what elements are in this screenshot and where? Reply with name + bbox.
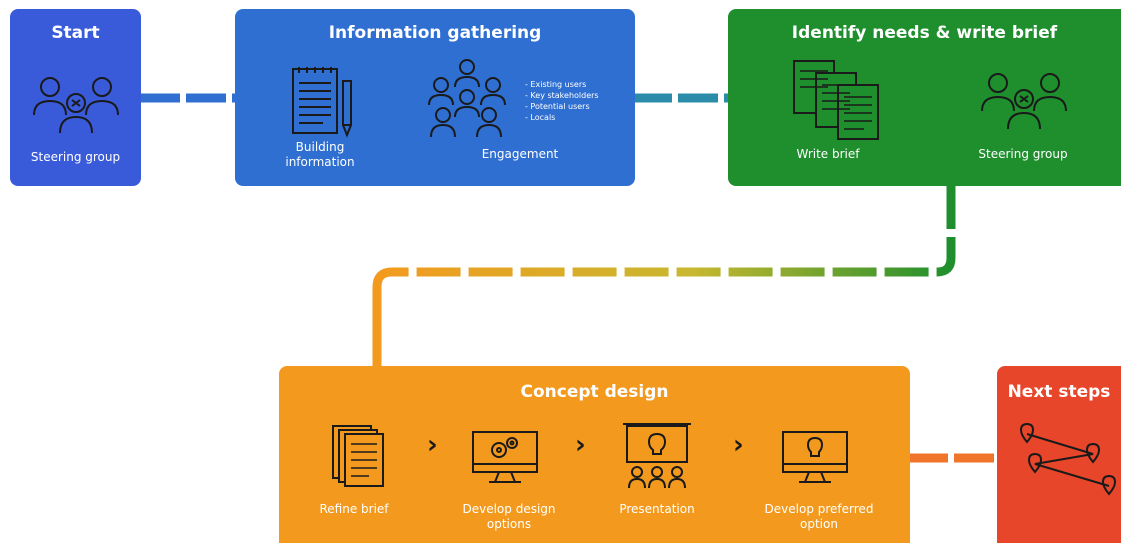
chevron-right-icon: › — [575, 430, 586, 460]
engagement-label: Engagement — [481, 147, 559, 161]
stacked-pages-icon — [332, 425, 384, 487]
write-brief-label: Write brief — [796, 147, 860, 161]
bullet-item: - Existing users — [525, 80, 587, 89]
start-label: Steering group — [30, 150, 121, 164]
info-gathering-title: Information gathering — [328, 23, 542, 43]
concept-design-title: Concept design — [520, 382, 669, 402]
people-group-icon — [33, 77, 119, 134]
identify-needs-box: Identify needs & write brief Write brief… — [728, 9, 1121, 186]
monitor-gears-icon — [472, 431, 538, 483]
refine-brief-label: Refine brief — [319, 502, 389, 516]
documents-icon — [793, 60, 879, 140]
presentation-label: Presentation — [619, 502, 695, 516]
monitor-bulb-icon — [782, 431, 848, 483]
stakeholder-bullets: - Existing users - Key stakeholders - Po… — [525, 79, 599, 123]
next-steps-title: Next steps — [1007, 382, 1111, 402]
chevron-right-icon: › — [733, 430, 744, 460]
presentation-board-icon — [623, 423, 691, 489]
chevron-right-icon: › — [427, 430, 438, 460]
preferred-option-label: Develop preferred option — [764, 502, 874, 531]
info-gathering-box: Information gathering Building informati… — [235, 9, 635, 186]
notepad-pencil-icon — [292, 67, 352, 138]
people-group-icon — [981, 73, 1067, 130]
connector-identify-concept — [372, 185, 956, 372]
next-steps-box: Next steps — [997, 366, 1121, 543]
crowd-icon — [428, 59, 506, 138]
bullet-item: - Key stakeholders — [525, 91, 599, 100]
building-info-label: Building information — [285, 140, 355, 169]
bullet-item: - Potential users — [525, 102, 590, 111]
steering-group-label: Steering group — [978, 147, 1068, 161]
concept-design-box: Concept design Refine brief › Develop de… — [279, 366, 910, 543]
identify-needs-title: Identify needs & write brief — [791, 23, 1058, 43]
start-title: Start — [51, 23, 100, 43]
bullet-item: - Locals — [525, 113, 556, 122]
start-box: Start Steering group — [10, 9, 141, 186]
develop-options-label: Develop design options — [462, 502, 556, 531]
route-map-icon — [1019, 422, 1117, 496]
